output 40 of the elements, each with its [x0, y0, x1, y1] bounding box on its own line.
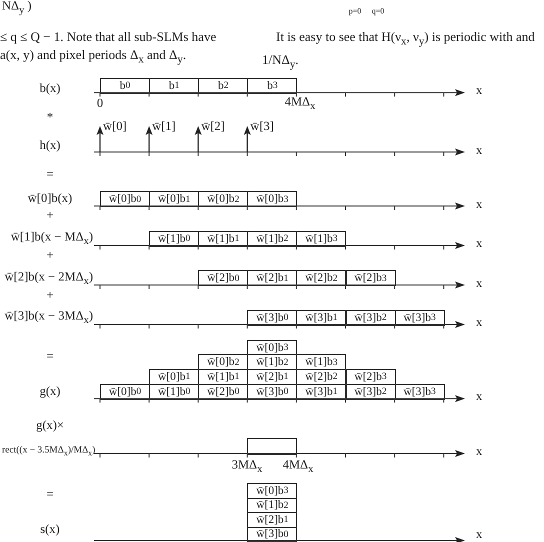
operator-symbol: =	[46, 168, 54, 182]
axis-label: x	[476, 144, 482, 158]
operator-symbol: =	[46, 350, 54, 364]
formula-fragment: p=0	[348, 8, 362, 16]
function-label: g(x)	[40, 385, 60, 399]
operator-symbol: =	[46, 488, 54, 502]
axis-label: x	[476, 84, 482, 98]
axis-label: x	[476, 445, 482, 459]
function-label: h(x)	[40, 139, 60, 153]
operator-symbol: +	[46, 209, 54, 223]
function-label: g(x)×	[36, 419, 64, 433]
tick-label: 3MΔ$_{x}$	[232, 458, 262, 476]
paragraph-text: It is easy to see that H(ν$_{x}$, ν$_{y}$) is periodic with and 1/NΔ$_{y}$.	[262, 28, 536, 72]
axis-label: x	[476, 528, 482, 542]
tick-label: 4MΔ$_{x}$	[282, 458, 314, 476]
axis-label: x	[476, 390, 482, 404]
impulse-label: w̄[2]	[201, 120, 225, 134]
axis-label: x	[476, 316, 482, 330]
impulse-label: w̄[3]	[250, 120, 274, 134]
axis-label: x	[476, 198, 482, 212]
axis-label: x	[476, 277, 482, 291]
function-label: w̄[3]b(x − 3MΔ$_{x}$)	[4, 310, 93, 326]
axis-label: x	[476, 237, 482, 251]
function-label: w̄[0]b(x)	[28, 192, 72, 206]
function-label: b(x)	[40, 82, 60, 96]
function-label: rect((x − 3.5MΔ$_{x}$)/MΔ$_{x}$)	[2, 446, 96, 458]
tick-label: 0	[96, 97, 104, 111]
function-label: w̄[2]b(x − 2MΔ$_{x}$)	[4, 270, 93, 288]
function-label: w̄[1]b(x − MΔ$_{x}$)	[10, 230, 93, 248]
impulse-label: w̄[1]	[152, 120, 176, 134]
operator-symbol: *	[46, 111, 54, 125]
function-label: s(x)	[40, 523, 60, 537]
window-box	[247, 438, 298, 454]
impulse-label: w̄[0]	[103, 120, 127, 134]
formula-fragment: NΔ$_{y}$ )	[2, 0, 32, 16]
paragraph-text: ≤ q ≤ Q − 1. Note that all sub-SLMs have a(x, y) and pixel periods Δ$_{x}$ and Δ$_{y}$.	[0, 28, 218, 68]
tick-label: 4MΔ$_{x}$	[284, 96, 316, 112]
operator-symbol: +	[46, 249, 54, 263]
formula-fragment: q=0	[372, 8, 384, 16]
operator-symbol: +	[46, 289, 54, 303]
